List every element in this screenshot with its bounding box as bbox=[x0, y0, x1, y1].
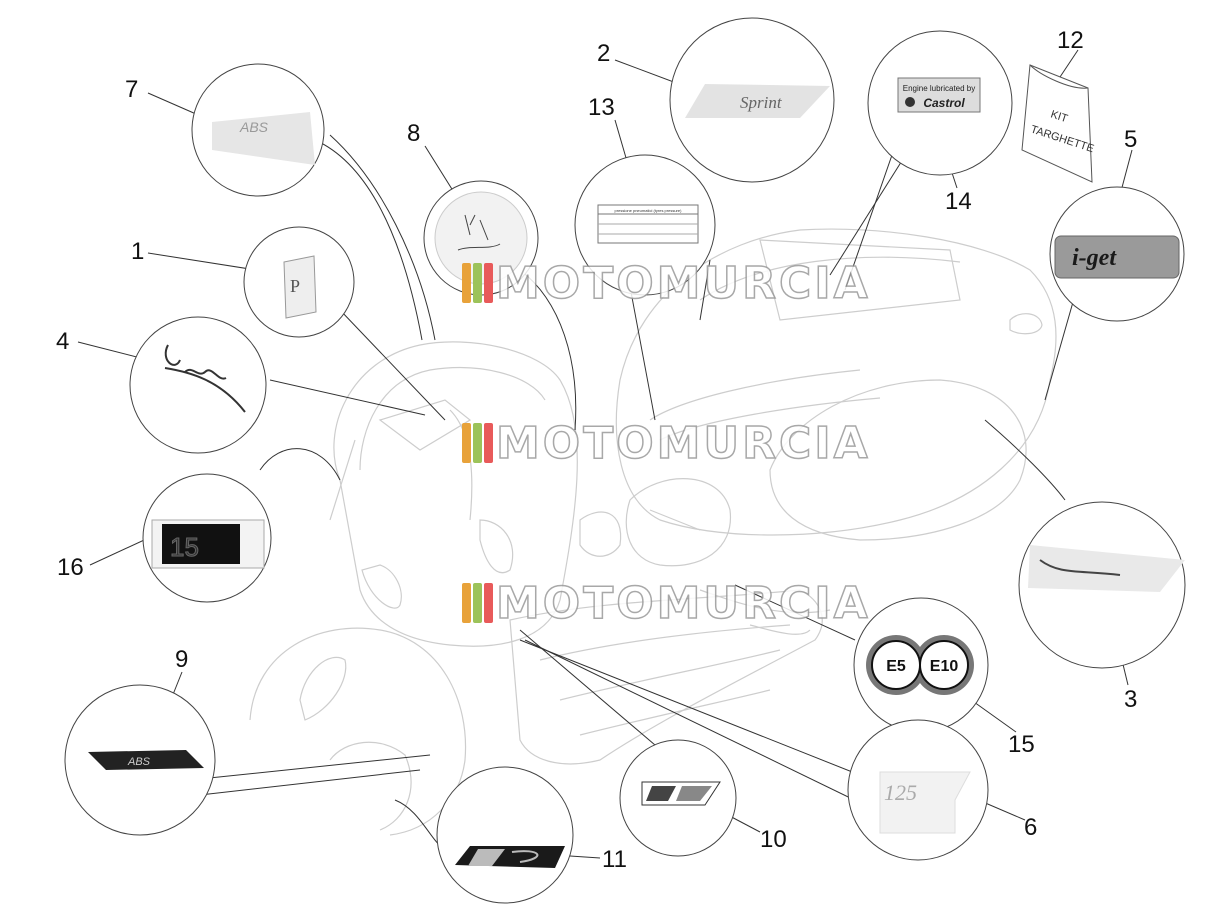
callout-7: 7 bbox=[125, 76, 139, 103]
callout-10: 10 bbox=[760, 826, 787, 853]
watermark-2: MOTOMURCIA bbox=[495, 418, 871, 469]
s-badge-small bbox=[641, 781, 721, 806]
tyre-pressure-title: pressione pneumatici (tyres pressure) bbox=[615, 208, 683, 213]
callout-1: 1 bbox=[131, 238, 145, 265]
abs-silver-text: ABS bbox=[239, 119, 269, 135]
size-125-badge: 125 bbox=[879, 771, 971, 834]
callout-8: 8 bbox=[407, 120, 421, 147]
kit-line1: KIT bbox=[1049, 108, 1069, 125]
anniversary-badge: 15 bbox=[151, 519, 265, 569]
callout-5: 5 bbox=[1124, 126, 1138, 153]
abs-dark-badge: ABS bbox=[88, 750, 204, 770]
callout-3: 3 bbox=[1124, 686, 1138, 713]
scooter-line-art bbox=[249, 228, 1057, 836]
callout-9: 9 bbox=[175, 646, 189, 673]
callout-6: 6 bbox=[1024, 814, 1038, 841]
castrol-top-text: Engine lubricated by bbox=[903, 84, 976, 93]
circle-4 bbox=[129, 316, 267, 454]
kit-envelope: KIT TARGHETTE bbox=[1021, 64, 1095, 183]
s-badge-large bbox=[455, 846, 565, 868]
iget-badge: i-get bbox=[1054, 235, 1180, 279]
tyre-pressure-label: pressione pneumatici (tyres pressure) bbox=[597, 204, 699, 244]
size-125-text: 125 bbox=[884, 780, 917, 805]
abs-dark-text: ABS bbox=[127, 756, 151, 768]
circle-11 bbox=[436, 766, 574, 904]
callout-12: 12 bbox=[1057, 27, 1084, 54]
fuel-badge: E5 E10 bbox=[866, 635, 974, 695]
e5-text: E5 bbox=[886, 658, 906, 675]
watermark-stripes-1 bbox=[462, 263, 502, 303]
watermark-stripes-2 bbox=[462, 423, 502, 463]
sprint-badge: Sprint bbox=[685, 84, 830, 118]
vespa-side-badge bbox=[1028, 545, 1185, 592]
callout-2: 2 bbox=[597, 40, 611, 67]
castrol-brand-text: Castrol bbox=[923, 96, 965, 110]
iget-text: i-get bbox=[1072, 245, 1117, 271]
callout-16: 16 bbox=[57, 554, 84, 581]
watermark-3: MOTOMURCIA bbox=[495, 578, 871, 629]
callout-4: 4 bbox=[56, 328, 70, 355]
sprint-text: Sprint bbox=[740, 93, 783, 112]
watermark-stripes-3 bbox=[462, 583, 502, 623]
callout-15: 15 bbox=[1008, 731, 1035, 758]
callout-14: 14 bbox=[945, 188, 972, 215]
vespa-script-badge bbox=[164, 344, 246, 413]
watermark-1: MOTOMURCIA bbox=[495, 258, 871, 309]
callout-11: 11 bbox=[602, 846, 627, 873]
abs-silver-badge: ABS bbox=[212, 112, 315, 165]
e10-text: E10 bbox=[930, 658, 959, 675]
castrol-badge: Engine lubricated by Castrol bbox=[897, 77, 981, 113]
anniversary-number: 15 bbox=[170, 532, 199, 562]
piaggio-badge: P bbox=[283, 255, 317, 319]
svg-text:P: P bbox=[290, 276, 300, 296]
callout-13: 13 bbox=[588, 94, 615, 121]
